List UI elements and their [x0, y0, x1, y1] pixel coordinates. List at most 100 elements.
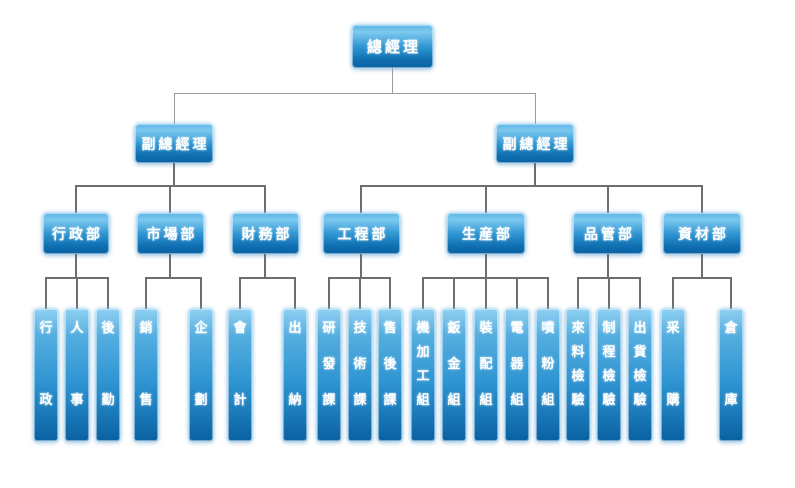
- node-unit-planning-label-char: 劃: [194, 393, 208, 408]
- node-unit-powder-coating-group-label-char: 組: [541, 393, 555, 408]
- node-dept-quality-label: 品管部: [584, 226, 635, 243]
- connector-deputy-stem: [173, 163, 175, 185]
- node-unit-planning-label: 企劃: [189, 322, 213, 407]
- node-unit-powder-coating-group: 噴粉組: [536, 309, 560, 441]
- node-deputy-general-manager-2: 副總經理: [496, 124, 574, 163]
- connector-unit-drop: [730, 277, 732, 309]
- connector-dept-drop: [485, 185, 487, 213]
- node-unit-sheet-metal-group-label-char: 鈑: [447, 321, 461, 336]
- connector-unit-drop: [107, 277, 109, 309]
- node-dept-production-label: 生産部: [462, 226, 513, 243]
- node-unit-electrical-group-label-char: 器: [510, 357, 524, 372]
- node-unit-machining-group: 機加工組: [411, 309, 435, 441]
- connector-deputy-rail: [360, 185, 703, 187]
- node-dept-materials-label: 資材部: [678, 226, 729, 243]
- node-dept-materials: 資材部: [663, 213, 741, 254]
- connector-deputy-stem: [534, 163, 536, 185]
- connector-dept-drop: [701, 185, 703, 213]
- node-unit-technical-section-label-char: 技: [353, 321, 367, 336]
- node-unit-sheet-metal-group-label: 鈑金組: [442, 322, 466, 407]
- node-dept-production: 生産部: [447, 213, 525, 254]
- node-unit-accounting-label: 會計: [228, 322, 252, 407]
- connector-unit-drop: [294, 277, 296, 309]
- connector-unit-drop: [577, 277, 579, 309]
- node-unit-after-sales-section: 售後課: [378, 309, 402, 441]
- node-unit-sales: 銷售: [134, 309, 158, 441]
- connector-unit-drop: [76, 277, 78, 309]
- node-unit-process-inspection-label-char: 檢: [602, 369, 616, 384]
- node-unit-machining-group-label-char: 機: [416, 321, 430, 336]
- node-unit-logistics-label-char: 勤: [101, 393, 115, 408]
- node-unit-electrical-group: 電器組: [505, 309, 529, 441]
- connector-dept-stem: [264, 254, 266, 277]
- connector-dept-drop: [75, 185, 77, 213]
- node-unit-assembly-group: 裝配組: [474, 309, 498, 441]
- node-unit-incoming-inspection-label-char: 料: [571, 345, 585, 360]
- connector-unit-drop: [485, 277, 487, 309]
- node-unit-process-inspection-label: 制程檢驗: [597, 322, 621, 407]
- connector-unit-drop: [547, 277, 549, 309]
- node-unit-logistics: 後勤: [96, 309, 120, 441]
- connector-dept-stem: [701, 254, 703, 277]
- connector-dept-rail: [145, 277, 202, 279]
- connector-unit-drop: [328, 277, 330, 309]
- connector-unit-drop: [422, 277, 424, 309]
- connector-unit-drop: [639, 277, 641, 309]
- node-unit-incoming-inspection-label-char: 來: [571, 321, 585, 336]
- node-unit-purchasing-label-char: 采: [666, 321, 680, 336]
- connector-dept-drop: [607, 185, 609, 213]
- connector-root-rail: [174, 93, 536, 94]
- node-unit-accounting-label-char: 會: [233, 321, 247, 336]
- node-unit-powder-coating-group-label: 噴粉組: [536, 322, 560, 407]
- node-unit-after-sales-section-label-char: 售: [383, 321, 397, 336]
- node-unit-sheet-metal-group-label-char: 組: [447, 393, 461, 408]
- connector-dept-stem: [169, 254, 171, 277]
- connector-dept-stem: [607, 254, 609, 277]
- connector-unit-drop: [389, 277, 391, 309]
- node-unit-after-sales-section-label-char: 課: [383, 393, 397, 408]
- node-unit-powder-coating-group-label-char: 噴: [541, 321, 555, 336]
- node-deputy-general-manager-2-label: 副總經理: [502, 136, 571, 153]
- node-unit-machining-group-label-char: 加: [416, 345, 430, 360]
- connector-unit-drop: [672, 277, 674, 309]
- node-unit-machining-group-label-char: 工: [416, 369, 430, 384]
- connector-unit-drop: [45, 277, 47, 309]
- node-unit-planning-label-char: 企: [194, 321, 208, 336]
- node-unit-logistics-label-char: 後: [101, 321, 115, 336]
- node-unit-general-affairs-label-char: 行: [39, 321, 53, 336]
- node-unit-warehouse-label-char: 庫: [724, 393, 738, 408]
- connector-unit-drop: [453, 277, 455, 309]
- node-unit-incoming-inspection-label-char: 檢: [571, 369, 585, 384]
- node-unit-electrical-group-label: 電器組: [505, 322, 529, 407]
- node-unit-incoming-inspection-label: 來料檢驗: [566, 322, 590, 407]
- node-unit-general-affairs: 行政: [34, 309, 58, 441]
- node-unit-electrical-group-label-char: 電: [510, 321, 524, 336]
- connector-unit-drop: [516, 277, 518, 309]
- connector-dept-rail: [672, 277, 732, 279]
- node-unit-sales-label: 銷售: [134, 322, 158, 407]
- node-unit-outgoing-inspection-label-char: 貨: [633, 345, 647, 360]
- connector-dept-drop: [169, 185, 171, 213]
- node-unit-incoming-inspection-label-char: 驗: [571, 393, 585, 408]
- connector-dept-drop: [360, 185, 362, 213]
- node-unit-purchasing-label: 采購: [661, 322, 685, 407]
- node-unit-rnd-section-label-char: 發: [322, 357, 336, 372]
- connector-unit-drop: [608, 277, 610, 309]
- node-unit-cashier-label-char: 出: [288, 321, 302, 336]
- node-unit-technical-section-label: 技術課: [348, 322, 372, 407]
- node-deputy-general-manager-1-label: 副總經理: [141, 136, 210, 153]
- node-unit-electrical-group-label-char: 組: [510, 393, 524, 408]
- node-deputy-general-manager-1: 副總經理: [135, 124, 213, 163]
- node-unit-rnd-section-label: 研發課: [317, 322, 341, 407]
- node-dept-administration: 行政部: [43, 213, 109, 254]
- node-unit-outgoing-inspection-label-char: 出: [633, 321, 647, 336]
- node-unit-after-sales-section-label-char: 後: [383, 357, 397, 372]
- node-general-manager: 總經理: [352, 25, 433, 68]
- node-unit-warehouse-label: 倉庫: [719, 322, 743, 407]
- node-unit-outgoing-inspection-label: 出貨檢驗: [628, 322, 652, 407]
- connector-dept-stem: [360, 254, 362, 277]
- node-unit-hr-label-char: 事: [70, 393, 84, 408]
- node-unit-process-inspection: 制程檢驗: [597, 309, 621, 441]
- node-dept-administration-label: 行政部: [52, 226, 103, 243]
- node-unit-purchasing-label-char: 購: [666, 393, 680, 408]
